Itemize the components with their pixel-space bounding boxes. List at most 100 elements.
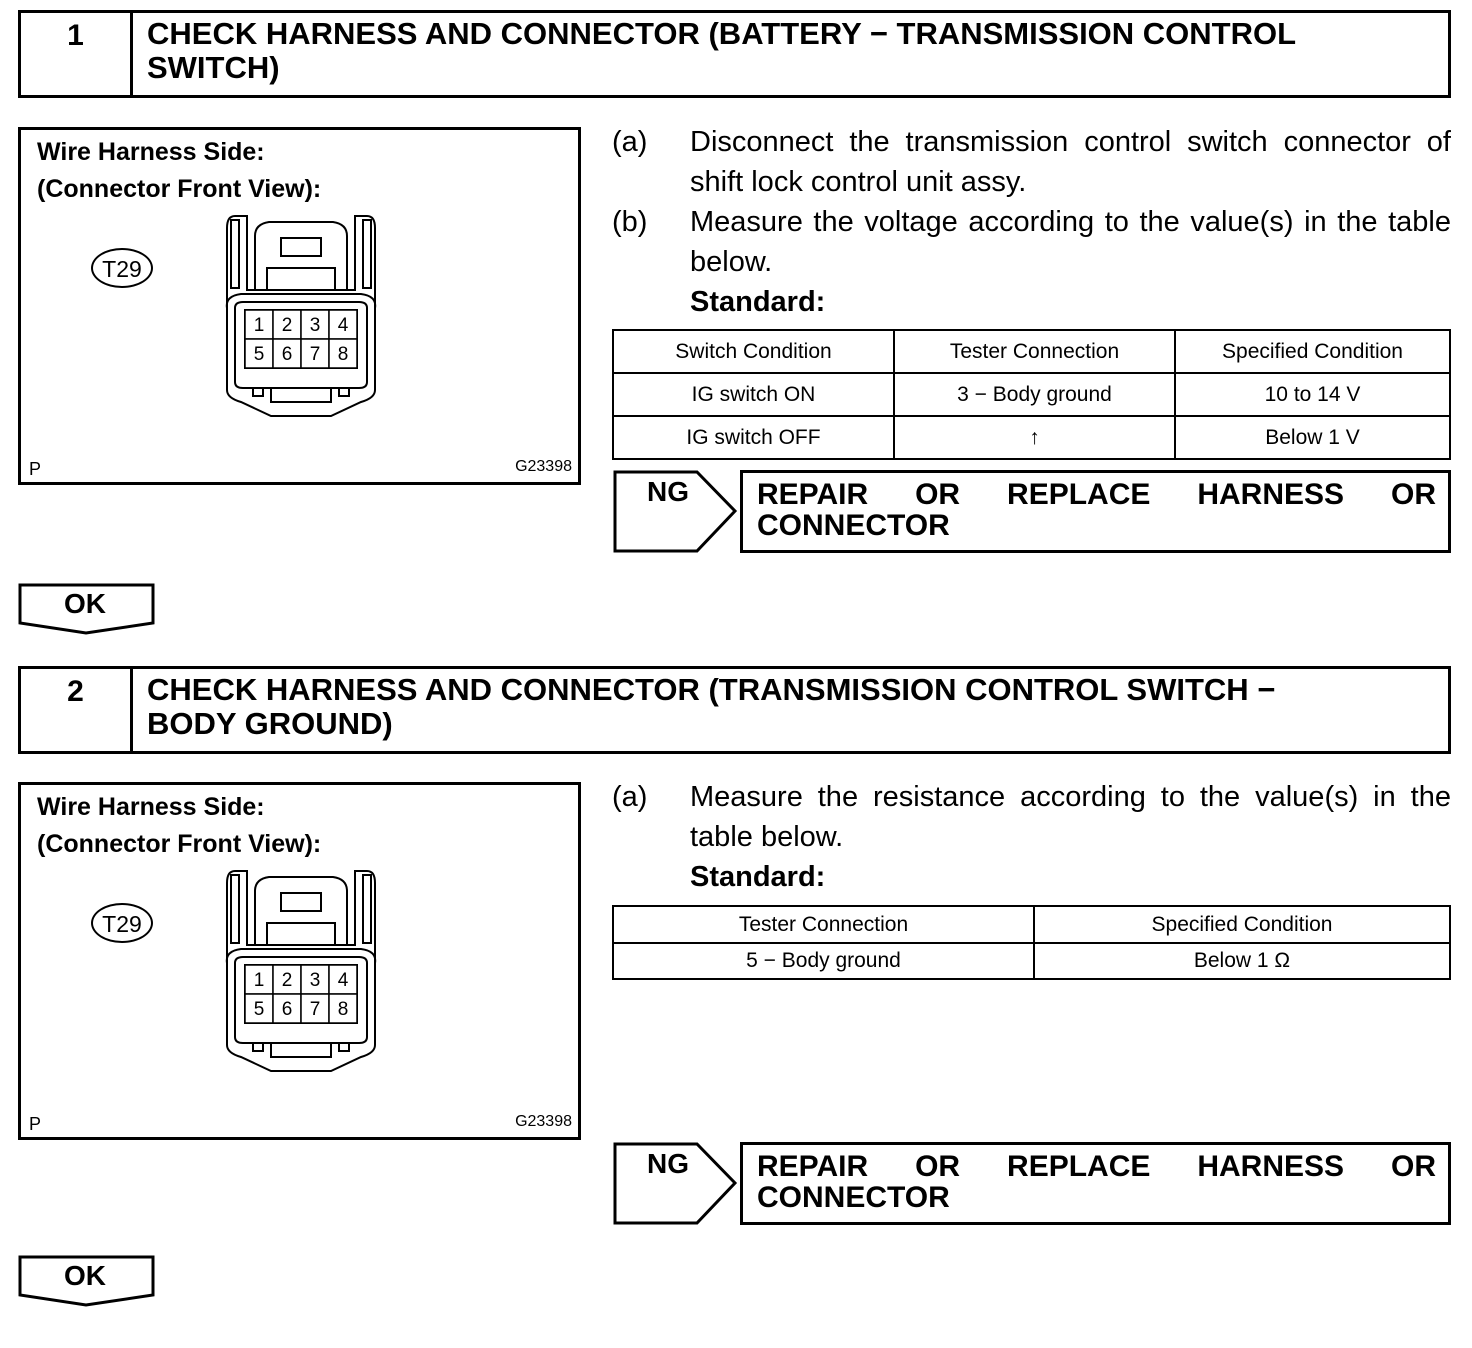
table-cell: IG switch OFF xyxy=(612,415,895,460)
ng-branch: NG REPAIR OR REPLACE HARNESS OR CONNECTO… xyxy=(613,470,1451,553)
ok-arrow-icon xyxy=(18,583,155,635)
pin-label: 3 xyxy=(310,315,321,336)
connector-diagram: 1 2 3 4 5 6 7 8 xyxy=(225,215,377,417)
instruction-label: (a) xyxy=(612,781,648,813)
pin-label: 3 xyxy=(310,970,321,991)
figure-caption-line: Wire Harness Side: xyxy=(37,138,265,166)
pin-label: 4 xyxy=(338,970,349,991)
table-cell: Below 1 V xyxy=(1174,415,1451,460)
table-header: Specified Condition xyxy=(1033,905,1451,944)
step-title-line: SWITCH) xyxy=(147,50,280,85)
table-row: IG switch OFF ↑ Below 1 V xyxy=(612,415,1451,460)
pin-label: 5 xyxy=(254,344,265,365)
pin-label: 8 xyxy=(338,999,349,1020)
connector-code-badge: T29 xyxy=(91,248,153,288)
figure-caption-line: (Connector Front View): xyxy=(37,175,322,203)
table-cell: 5 − Body ground xyxy=(612,942,1035,980)
pin-label: 7 xyxy=(310,999,321,1020)
spacer xyxy=(612,282,690,322)
pin-label: 1 xyxy=(254,970,265,991)
ok-label: OK xyxy=(64,588,106,619)
step-number: 1 xyxy=(21,13,133,95)
step-1-header: 1 CHECK HARNESS AND CONNECTOR (BATTERY −… xyxy=(18,10,1451,98)
spacer xyxy=(612,857,690,897)
pin-label: 7 xyxy=(310,344,321,365)
instructions: (a) Measure the resistance according to … xyxy=(612,777,1451,897)
instruction-label: (a) xyxy=(612,126,648,158)
ng-label: NG xyxy=(647,1148,689,1179)
instruction-line: Measure the resistance according to the … xyxy=(690,781,1451,813)
ng-action-word: OR xyxy=(1391,478,1436,511)
table-cell: 10 to 14 V xyxy=(1174,372,1451,417)
table-header: Tester Connection xyxy=(893,329,1176,374)
ng-branch: NG REPAIR OR REPLACE HARNESS OR CONNECTO… xyxy=(613,1142,1451,1225)
figure-caption-line: Wire Harness Side: xyxy=(37,793,265,821)
pin-label: 6 xyxy=(282,344,293,365)
step-number: 2 xyxy=(21,669,133,751)
ng-action-line: REPAIR OR REPLACE HARNESS OR xyxy=(757,479,1436,510)
figure-id: G23398 xyxy=(515,1113,572,1130)
standard-label: Standard: xyxy=(690,286,826,318)
ok-branch: OK xyxy=(18,1255,156,1307)
figure-caption: Wire Harness Side: (Connector Front View… xyxy=(37,134,321,208)
instruction-text: Disconnect the transmission control swit… xyxy=(690,122,1451,202)
table-row: IG switch ON 3 − Body ground 10 to 14 V xyxy=(612,372,1451,417)
ng-action-word: REPAIR xyxy=(757,478,869,511)
pin-label: 8 xyxy=(338,344,349,365)
ng-action-box: REPAIR OR REPLACE HARNESS OR CONNECTOR xyxy=(740,470,1451,553)
table-header: Switch Condition xyxy=(612,329,895,374)
instruction-line: shift lock control unit assy. xyxy=(690,166,1027,198)
instruction-label: (b) xyxy=(612,206,648,238)
ng-action-word: OR xyxy=(915,478,961,511)
step-title-line: CHECK HARNESS AND CONNECTOR (TRANSMISSIO… xyxy=(147,672,1276,707)
ng-action-word: OR xyxy=(915,1150,961,1183)
ng-action-word: REPLACE xyxy=(1007,478,1151,511)
table-cell: Below 1 Ω xyxy=(1033,942,1451,980)
ng-action-word: HARNESS xyxy=(1197,478,1345,511)
spec-table: Tester Connection Specified Condition 5 … xyxy=(612,905,1451,980)
spec-table: Switch Condition Tester Connection Speci… xyxy=(612,329,1451,460)
ok-arrow-icon xyxy=(18,1255,155,1307)
ok-branch: OK xyxy=(18,583,156,635)
pin-label: 2 xyxy=(282,970,293,991)
instruction-line: Measure the voltage according to the val… xyxy=(690,206,1451,238)
ng-arrow-icon xyxy=(613,1142,738,1225)
figure-caption-line: (Connector Front View): xyxy=(37,830,322,858)
pin-label: 1 xyxy=(254,315,265,336)
ng-label: NG xyxy=(647,476,689,507)
figure-corner-label: P xyxy=(29,1114,42,1134)
instruction-text: Measure the resistance according to the … xyxy=(690,777,1451,857)
connector-figure: Wire Harness Side: (Connector Front View… xyxy=(18,127,581,485)
pin-label: 5 xyxy=(254,999,265,1020)
table-row: 5 − Body ground Below 1 Ω xyxy=(612,942,1451,980)
instruction-line: below. xyxy=(690,246,773,278)
standard-row: Standard: xyxy=(612,857,1451,897)
instruction-line: Disconnect the transmission control swit… xyxy=(690,126,1451,158)
figure-id: G23398 xyxy=(515,458,572,475)
instruction-item: (a) Measure the resistance according to … xyxy=(612,777,1451,857)
instruction-line: table below. xyxy=(690,821,844,853)
instruction-item: (b) Measure the voltage according to the… xyxy=(612,202,1451,282)
step-title: CHECK HARNESS AND CONNECTOR (TRANSMISSIO… xyxy=(133,669,1448,751)
step-title: CHECK HARNESS AND CONNECTOR (BATTERY − T… xyxy=(133,13,1448,95)
ng-action-word: REPLACE xyxy=(1007,1150,1151,1183)
ng-action-line: REPAIR OR REPLACE HARNESS OR xyxy=(757,1151,1436,1182)
table-header-row: Tester Connection Specified Condition xyxy=(612,905,1451,944)
table-cell: IG switch ON xyxy=(612,372,895,417)
instructions: (a) Disconnect the transmission control … xyxy=(612,122,1451,322)
step-title-line: BODY GROUND) xyxy=(147,706,393,741)
ng-action-word: OR xyxy=(1391,1150,1436,1183)
ng-action-word: REPAIR xyxy=(757,1150,869,1183)
table-cell: ↑ xyxy=(893,415,1176,460)
table-cell: 3 − Body ground xyxy=(893,372,1176,417)
connector-figure: Wire Harness Side: (Connector Front View… xyxy=(18,782,581,1140)
step-title-line: CHECK HARNESS AND CONNECTOR (BATTERY − T… xyxy=(147,16,1297,51)
instruction-item: (a) Disconnect the transmission control … xyxy=(612,122,1451,202)
pin-label: 4 xyxy=(338,315,349,336)
pin-label: 6 xyxy=(282,999,293,1020)
table-header: Tester Connection xyxy=(612,905,1035,944)
ng-action-word: HARNESS xyxy=(1197,1150,1345,1183)
ng-action-box: REPAIR OR REPLACE HARNESS OR CONNECTOR xyxy=(740,1142,1451,1225)
step-2-header: 2 CHECK HARNESS AND CONNECTOR (TRANSMISS… xyxy=(18,666,1451,754)
ng-arrow-icon xyxy=(613,470,738,553)
